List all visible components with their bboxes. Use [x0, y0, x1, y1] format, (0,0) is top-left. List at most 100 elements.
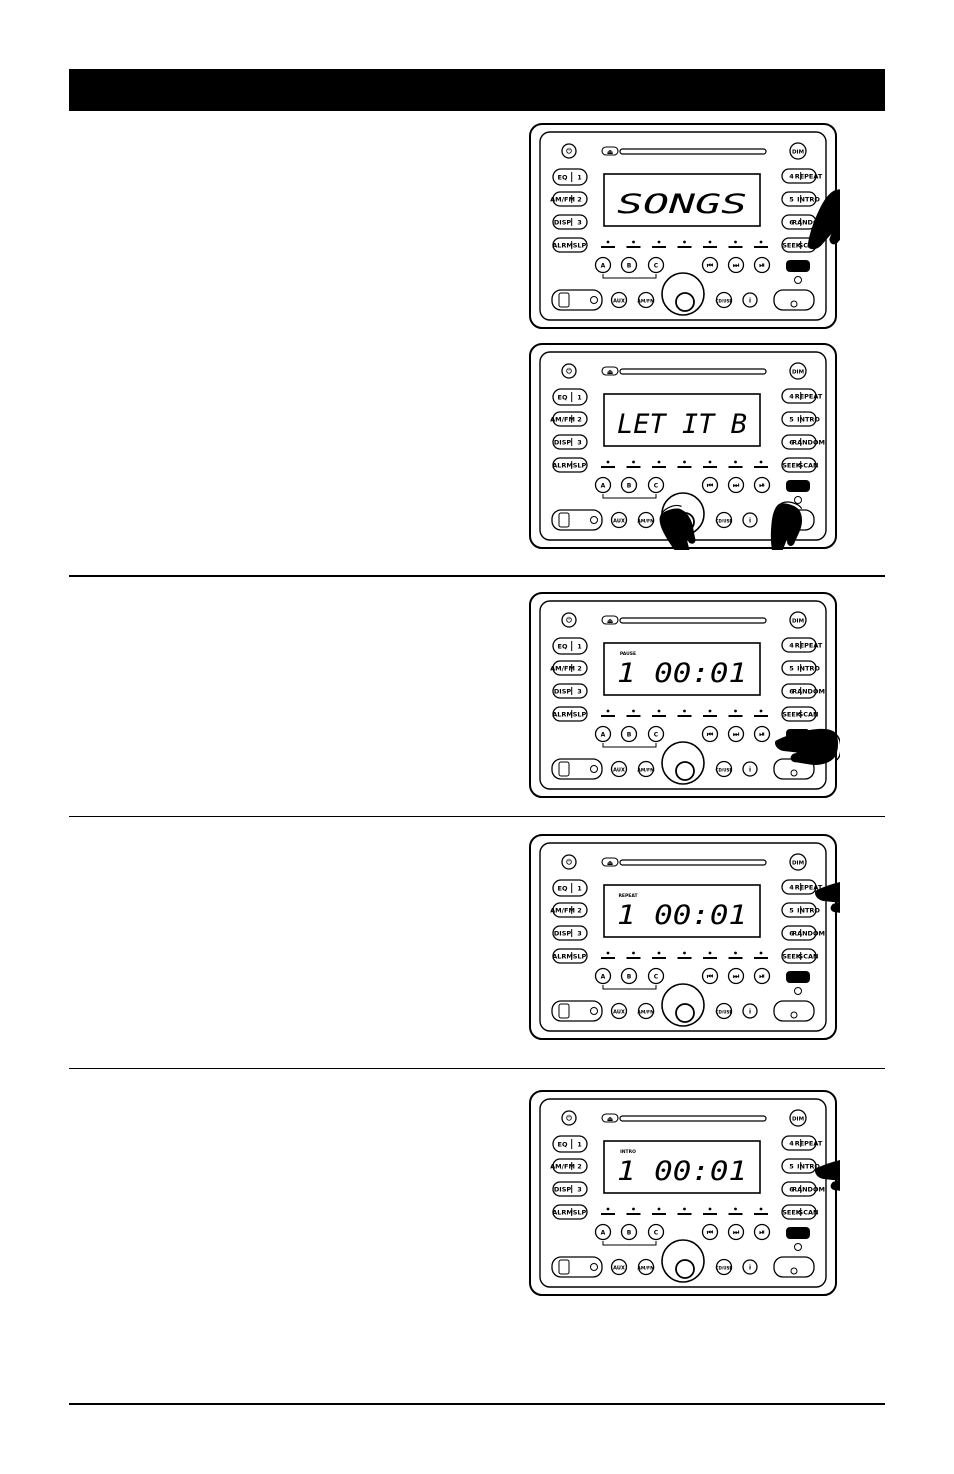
play-pause-button-outline: [753, 476, 771, 494]
dim-button: DIM: [789, 142, 807, 160]
play-pause-button: ⏯: [753, 1223, 771, 1241]
play-pause-button-label: ⏯: [759, 972, 765, 980]
am-fm-button: AM/FM: [637, 1258, 655, 1276]
speaker-a-button: A: [594, 476, 612, 494]
eject-button: ⏏: [601, 1113, 619, 1123]
preset-6-button-left-label: 6: [789, 219, 794, 227]
preset-3-button-outline: [552, 1181, 588, 1197]
dim-button-label: DIM: [792, 1116, 804, 1122]
speaker-a-button: A: [594, 256, 612, 274]
power-button-outline: [561, 854, 577, 870]
indicator-led: [632, 460, 635, 464]
am-fm-button-outline: [637, 760, 655, 778]
preset-4-button-outline: [781, 637, 817, 653]
indicator-led: [606, 460, 610, 464]
indicator-led: [734, 709, 737, 713]
next-track-button: ⏭: [727, 256, 745, 274]
preset-3-button-left-label: DISP: [554, 688, 571, 696]
hand-cuff-line: [660, 504, 682, 516]
preset-4-button-outline: [781, 168, 817, 184]
preset-2-button-left-label: AM/FM: [550, 907, 575, 915]
previous-track-button-label: ⏮: [707, 261, 714, 269]
seek-scan-button-left-label: SEEK: [782, 462, 802, 470]
dim-button: DIM: [789, 1109, 807, 1127]
preset-6-button-outline: [781, 683, 817, 699]
preset-2-button-left-label: AM/FM: [550, 196, 575, 204]
pointing-hand-icon: [659, 504, 696, 550]
indicator-led: [734, 1207, 737, 1211]
usb-slot: [558, 1003, 570, 1019]
info-button-outline: [742, 292, 758, 308]
power-button: ⏻: [561, 854, 577, 870]
aux-jack: [590, 516, 598, 524]
play-pause-button-outline: [753, 1223, 771, 1241]
indicator-led: [759, 460, 763, 464]
next-track-button-outline: [727, 1223, 745, 1241]
speaker-bracket: [602, 1241, 657, 1246]
seek-scan-button-left-label: SEEK: [782, 711, 802, 719]
eject-outline: [601, 1113, 619, 1123]
indicator-caption-mark: [754, 957, 768, 959]
preset-4-button-right-label: REPEAT: [795, 884, 823, 892]
preset-6-button-outline: [781, 1181, 817, 1197]
lcd-display: [603, 642, 761, 696]
indicator-led: [708, 709, 712, 713]
ir-sensor: [794, 1243, 802, 1251]
seek-scan-button-outline: [781, 948, 817, 964]
ir-sensor: [794, 496, 802, 504]
speaker-c-button-label: C: [654, 1229, 659, 1236]
preset-5-button-right-label: INTRO: [797, 416, 820, 424]
alarm-sleep-button-outline: [552, 237, 588, 253]
indicator-led: [683, 240, 686, 244]
previous-track-button: ⏮: [701, 1223, 719, 1241]
preset-4-button-left-label: 4: [789, 393, 794, 401]
pointing-hand-icon: [807, 189, 840, 250]
seek-scan-button-left-label: SEEK: [782, 953, 802, 961]
info-button: i: [742, 1259, 758, 1275]
indicator-led: [606, 240, 610, 244]
info-button-label: i: [749, 517, 751, 524]
preset-5-button-outline: [781, 1158, 817, 1174]
indicator-caption-mark: [626, 466, 641, 468]
preset-6-button-right-label: RANDOM: [792, 688, 825, 696]
page-footer-rule: [69, 1403, 885, 1405]
speaker-b-button: B: [620, 476, 638, 494]
power-button-label: ⏻: [566, 367, 572, 375]
indicator-led: [657, 951, 661, 955]
previous-track-button-outline: [701, 256, 719, 274]
preset-3-button-right-label: 3: [577, 439, 582, 447]
indicator-led: [708, 460, 712, 464]
preset-3-button-outline: [552, 683, 588, 699]
lcd-indicator-text: REPEAT: [618, 893, 638, 899]
cd-usb-button-label: CD/USB: [716, 1009, 733, 1014]
info-button-label: i: [749, 297, 751, 304]
pointing-hand-icon: [770, 501, 803, 550]
preset-3-button-outline: [552, 434, 588, 450]
volume-knob: [675, 292, 695, 312]
preset-1-button-left-label: EQ: [558, 174, 568, 182]
speaker-c-button-outline: [647, 967, 665, 985]
indicator-caption-mark: [754, 466, 768, 468]
indicator-led: [657, 709, 661, 713]
speaker-b-button: B: [620, 256, 638, 274]
preset-4-button-outline: [781, 388, 817, 404]
preset-4-button-left-label: 4: [789, 173, 794, 181]
info-button-label: i: [749, 1008, 751, 1015]
aux-button: AUX: [610, 1002, 628, 1020]
indicator-led: [734, 951, 737, 955]
preset-2-button-right-label: 2: [577, 665, 582, 673]
speaker-b-button-label: B: [627, 1229, 632, 1236]
preset-6-button-left-label: 6: [789, 439, 794, 447]
indicator-caption-mark: [754, 1213, 768, 1215]
alarm-sleep-button-left-label: ALRM: [552, 462, 573, 470]
indicator-caption-mark: [677, 715, 692, 717]
section-header-bar: [69, 69, 885, 111]
preset-6-button-right-label: RANDOM: [792, 439, 825, 447]
